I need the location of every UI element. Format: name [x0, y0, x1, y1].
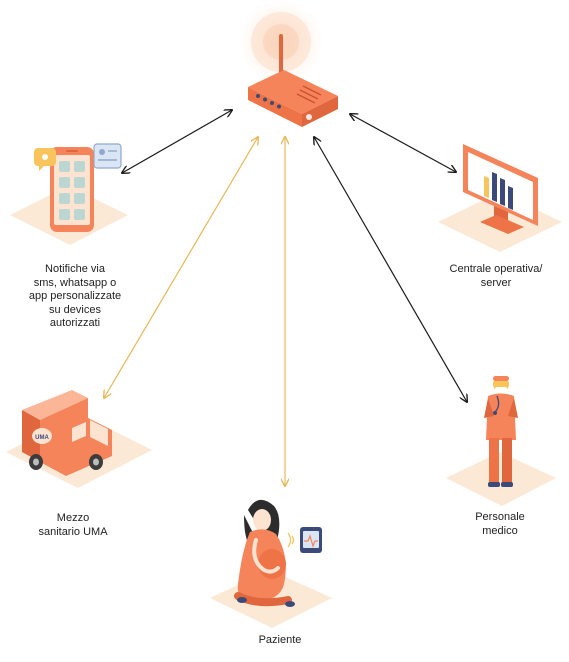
paziente-node — [210, 499, 332, 628]
label-centrale: Centrale operativa/ server — [449, 263, 543, 289]
label-mezzo: Mezzo sanitario UMA — [38, 512, 108, 538]
notifiche-node — [10, 143, 128, 245]
link-router-personale — [314, 137, 467, 402]
link-router-mezzo — [104, 137, 258, 398]
router-node — [239, 0, 338, 127]
mezzo-node: UMA — [6, 390, 152, 488]
truck-logo — [32, 428, 52, 444]
id-card-icon — [93, 143, 122, 169]
label-paziente: Paziente — [258, 634, 302, 646]
personale-node — [446, 376, 556, 506]
label-notifiche: Notifiche via sms, whatsapp o app person… — [28, 263, 122, 329]
chat-bubble-icon — [34, 148, 56, 171]
link-router-centrale — [350, 114, 456, 172]
links — [104, 110, 467, 486]
centrale-node — [438, 144, 562, 252]
link-router-notifiche — [122, 110, 232, 173]
monitor-device-icon — [300, 527, 322, 553]
truck-logo-text: UMA — [35, 435, 49, 441]
label-personale: Personale medico — [475, 511, 525, 537]
